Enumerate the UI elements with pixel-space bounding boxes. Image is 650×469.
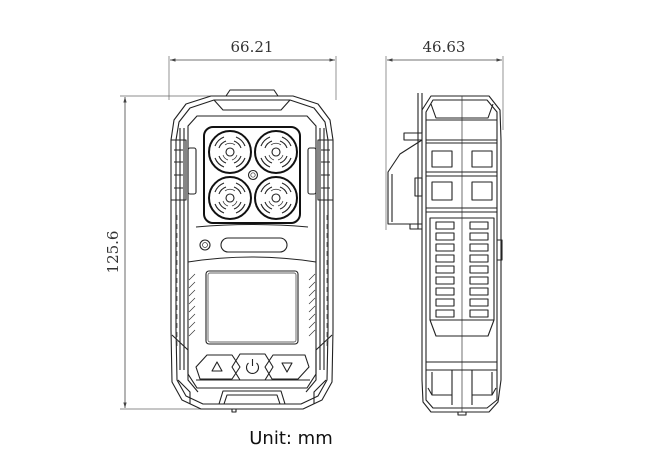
sensor-icon [208,176,252,220]
triangle-down-icon [281,362,293,373]
grip-ribs [435,221,489,318]
sensor-icon [208,130,252,174]
sensor-panel [203,126,301,224]
power-button[interactable] [231,353,274,381]
triangle-up-icon [211,361,223,372]
side-view [387,93,503,416]
down-button[interactable] [264,354,310,380]
height-dimension: 125.6 [104,95,232,410]
height-label: 125.6 [104,231,122,274]
depth-label: 46.63 [423,38,466,56]
depth-dimension: 46.63 [385,38,504,230]
alarm-light-bar [220,237,288,253]
unit-label: Unit: mm [249,428,333,449]
width-dimension: 66.21 [168,38,337,100]
display-screen [205,270,299,345]
indicator-led-icon [199,239,211,251]
up-button[interactable] [195,354,241,380]
front-view [170,89,334,413]
power-icon [245,359,260,374]
sensor-icon [254,176,298,220]
sensor-icon [254,130,298,174]
width-label: 66.21 [231,38,274,56]
center-hole-icon [247,169,259,181]
